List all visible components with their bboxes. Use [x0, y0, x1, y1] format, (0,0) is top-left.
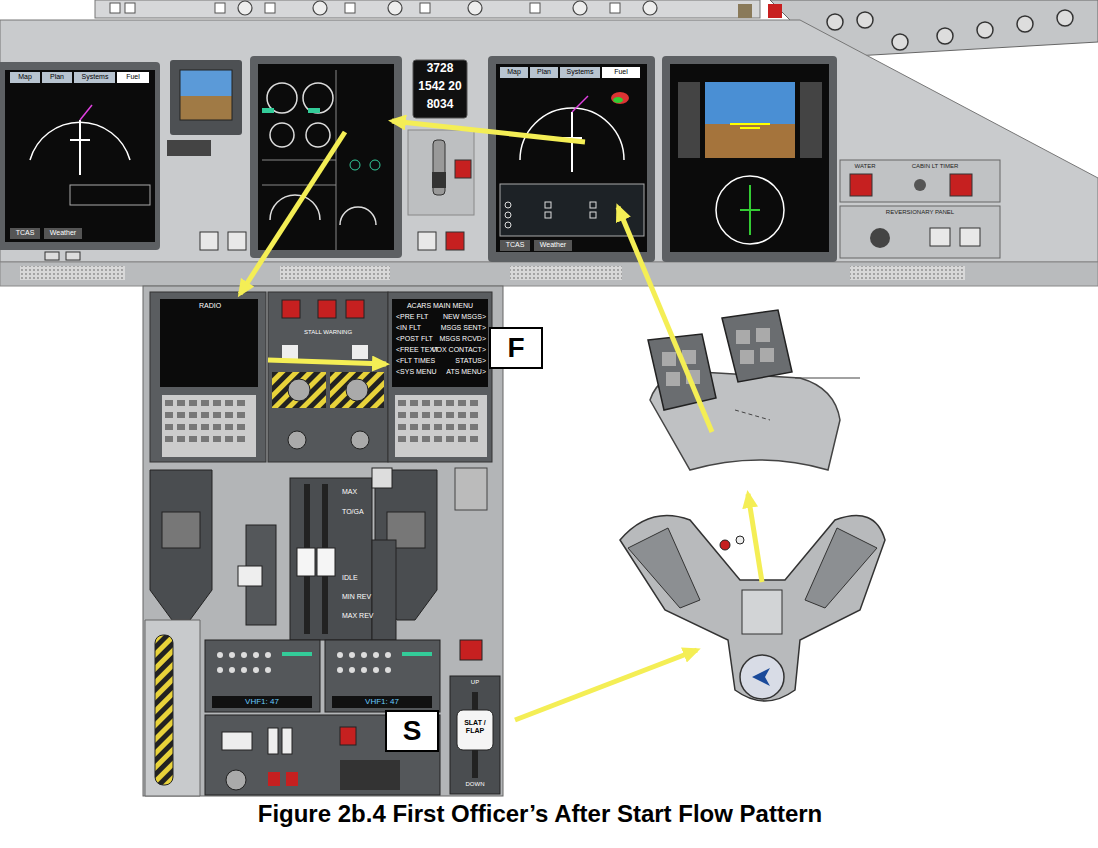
panel-label: <IN FLT — [396, 324, 421, 332]
panel-label: 3728 — [427, 62, 454, 76]
step-marker-box: F — [489, 327, 543, 369]
flow-arrow — [618, 207, 712, 432]
panel-label: MSGS RCVD> — [440, 335, 486, 343]
panel-label: Systems — [82, 73, 109, 81]
panel-label: Systems — [567, 68, 594, 76]
panel-label: ACARS MAIN MENU — [407, 302, 473, 310]
panel-label: Map — [507, 68, 521, 76]
panel-label: NEW MSGS> — [443, 313, 486, 321]
panel-label: RADIO — [199, 302, 221, 310]
panel-label: Plan — [537, 68, 551, 76]
flow-arrow — [240, 132, 345, 294]
panel-label: 8034 — [427, 98, 454, 112]
step-marker-box: S — [385, 710, 439, 752]
panel-label: Weather — [540, 241, 566, 249]
step-letter: F — [507, 334, 524, 362]
panel-label: TCAS — [16, 229, 35, 237]
panel-label: WATER — [855, 163, 876, 170]
panel-label: <SYS MENU — [396, 368, 437, 376]
panel-label: <PRE FLT — [396, 313, 428, 321]
panel-label: 1542 20 — [418, 80, 461, 94]
figure-caption: Figure 2b.4 First Officer’s After Start … — [258, 800, 823, 828]
panel-label: MIN REV — [342, 593, 371, 601]
panel-label: REVERSIONARY PANEL — [886, 209, 954, 216]
panel-label: VOX CONTACT> — [432, 346, 486, 354]
panel-label: SLAT / FLAP — [458, 719, 492, 735]
panel-label: IDLE — [342, 574, 358, 582]
panel-label: <POST FLT — [396, 335, 433, 343]
panel-label: VHF1: 47 — [245, 697, 279, 706]
panel-label: MAX REV — [342, 612, 374, 620]
panel-label: <FLT TIMES — [396, 357, 435, 365]
panel-label: Map — [18, 73, 32, 81]
panel-label: CABIN LT TIMER — [912, 163, 959, 170]
panel-label: STATUS> — [455, 357, 486, 365]
panel-label: MAX — [342, 488, 357, 496]
panel-label: STALL WARNING — [304, 329, 352, 336]
panel-label: VHF1: 47 — [365, 697, 399, 706]
flow-arrow — [515, 650, 697, 720]
panel-label: TO/GA — [342, 508, 364, 516]
step-letter: S — [403, 717, 422, 745]
panel-label: Plan — [50, 73, 64, 81]
panel-label: UP — [471, 679, 479, 686]
panel-label: ATS MENU> — [446, 368, 486, 376]
panel-label: TCAS — [506, 241, 525, 249]
panel-label: Weather — [50, 229, 76, 237]
flow-arrow — [268, 360, 386, 364]
flow-arrow — [392, 121, 585, 142]
flow-arrow — [748, 494, 762, 582]
panel-label: Fuel — [126, 73, 140, 81]
panel-label: Fuel — [614, 68, 628, 76]
panel-label: MSGS SENT> — [441, 324, 486, 332]
panel-label: DOWN — [466, 781, 485, 788]
